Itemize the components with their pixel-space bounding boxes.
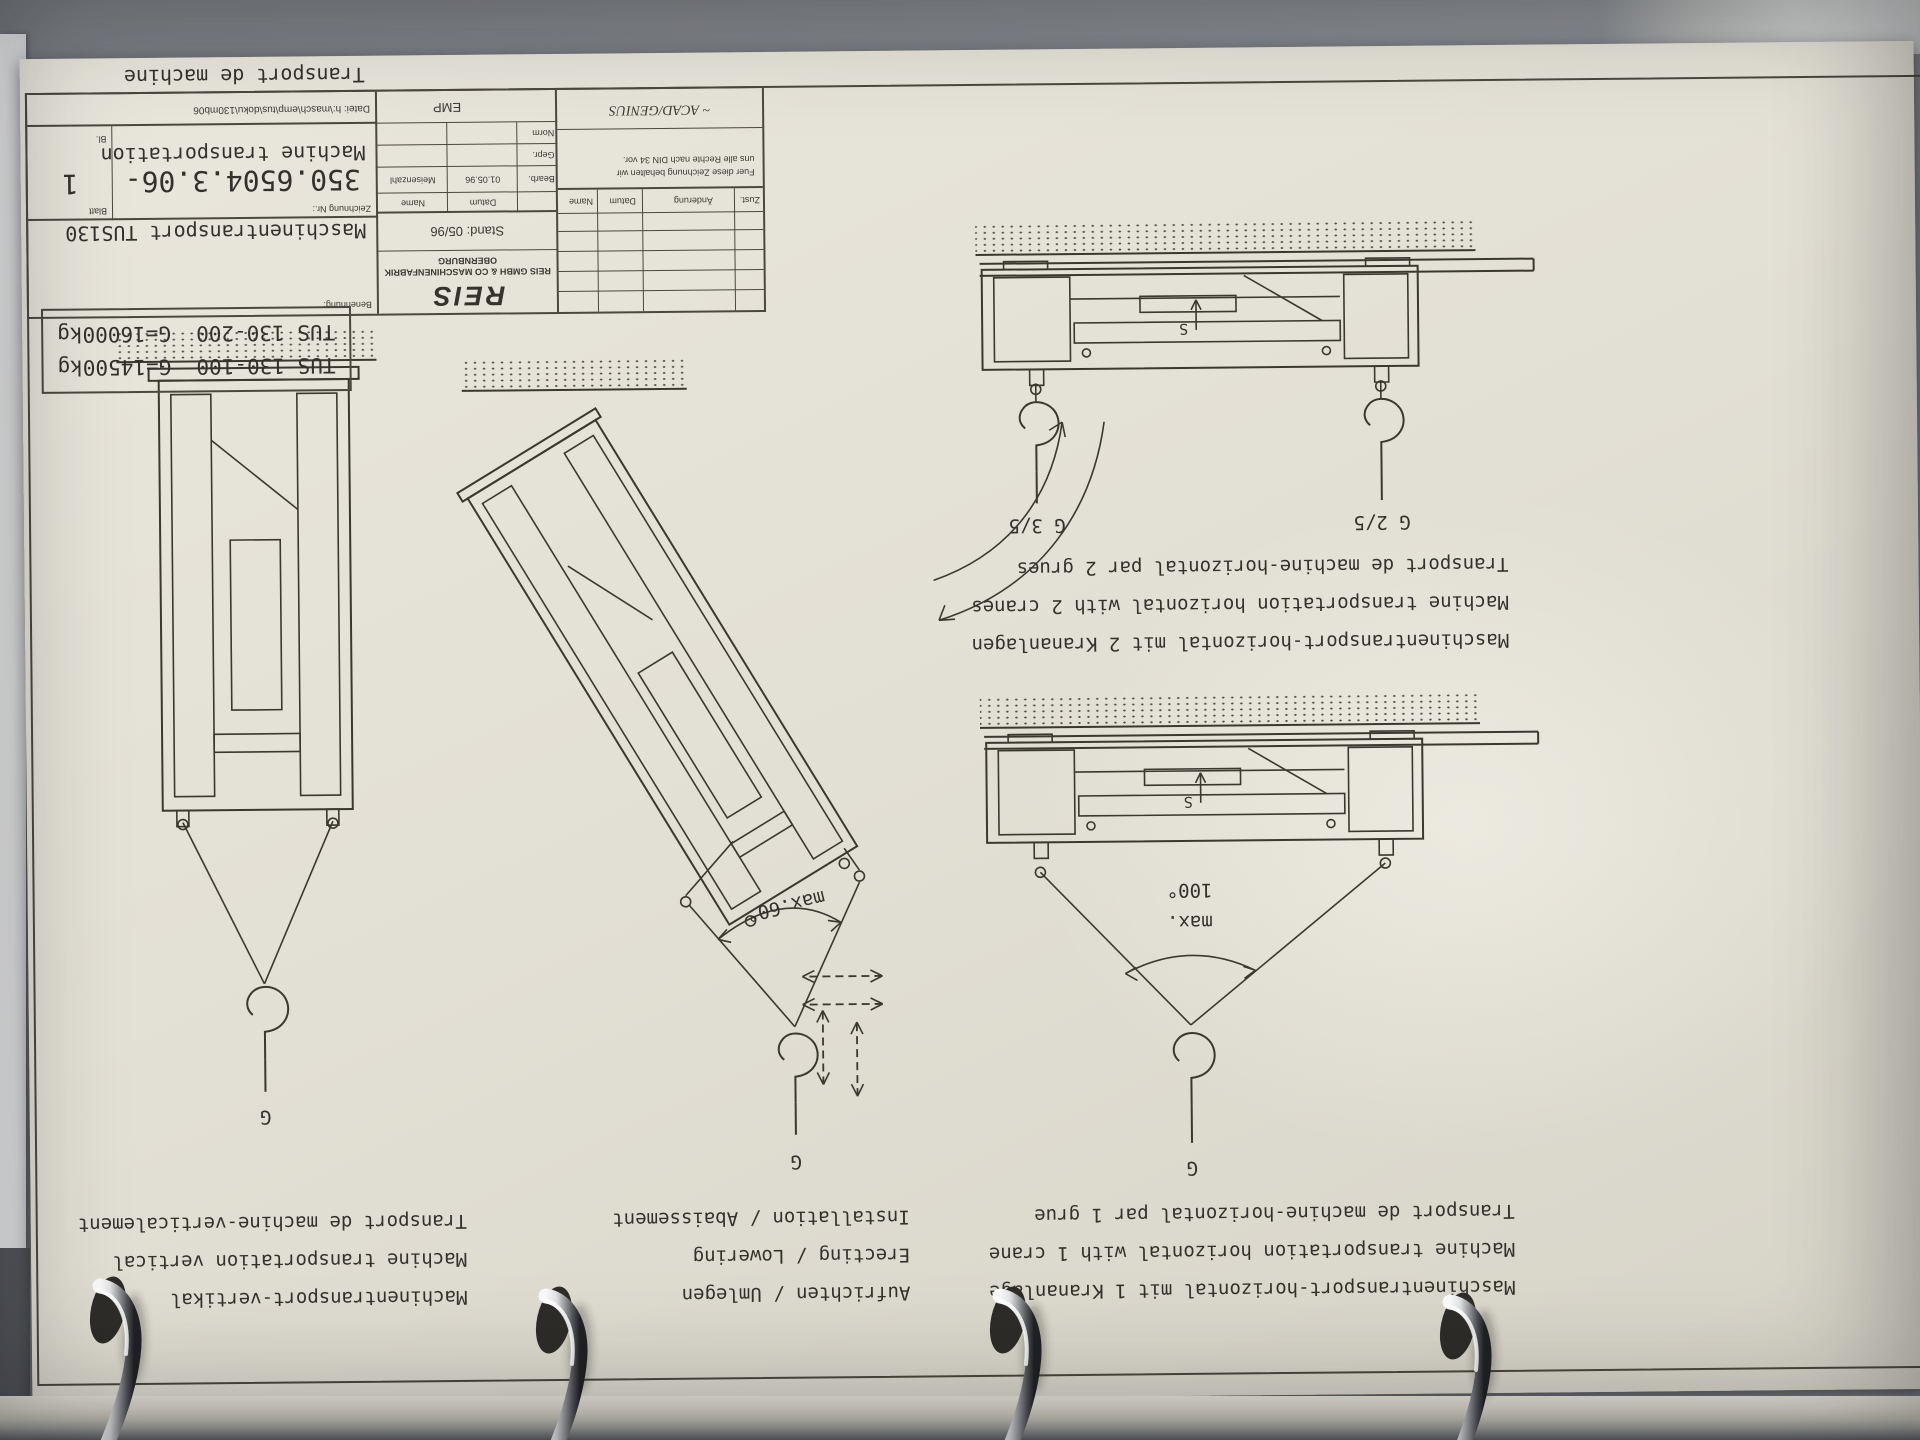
machine-drawing <box>36 328 475 1322</box>
machine-drawing <box>446 324 925 1318</box>
center-of-gravity-label: S <box>1183 792 1193 811</box>
binder-ring <box>1439 1292 1496 1440</box>
machine-drawing <box>979 663 1545 1313</box>
rotation-arrows <box>922 417 1124 629</box>
norm-label: Norm <box>532 127 555 139</box>
rev-header-aenderung: Änderung <box>673 195 714 206</box>
drawing-title: Maschinentransport TUS130 Machine transp… <box>65 62 367 246</box>
bearb-datum: 01.05.96 <box>465 174 501 185</box>
model-weight: G=14500kg <box>57 354 172 380</box>
rev-header-zust: Zust. <box>739 195 761 206</box>
angle-max-word: max. <box>1166 910 1213 934</box>
weights-row: TUS 130-100 G=14500kg <box>57 352 336 380</box>
benennung-label: Benennung: <box>323 299 372 311</box>
weights-box: TUS 130-100 G=14500kg TUS 130-200 G=1600… <box>40 305 352 394</box>
zeichnung-nr-label: Zeichnung Nr.: <box>312 203 372 215</box>
floor-hatch <box>979 692 1481 729</box>
weights-row: TUS 130-200 G=16000kg <box>57 320 336 348</box>
page-stack-edge <box>0 1396 1920 1440</box>
reis-logo: REIS <box>430 280 506 312</box>
angle-value: 100° <box>1166 878 1213 902</box>
company-name: REIS GMBH & CO MASCHINENFABRIK OBERNBURG <box>384 255 551 278</box>
rev-header-name: Name <box>568 196 594 207</box>
rev-header-datum: Datum <box>609 196 637 207</box>
drawing-number: 350.6504.3.06- <box>124 162 361 199</box>
floor-hatch <box>461 357 687 392</box>
bearb-label: Bearb. <box>528 173 555 185</box>
center-of-gravity-label: S <box>1179 319 1189 339</box>
model-weight: G=16000kg <box>57 321 172 348</box>
title-block: Zust. Änderung Datum Name Fuer diese Zei… <box>24 63 767 320</box>
stand-date: Stand: 05/96 <box>430 223 505 240</box>
rights-note: Fuer diese Zeichnung behalten wir uns al… <box>616 154 755 179</box>
binder-ring <box>89 1276 146 1440</box>
approval-datum-header: Datum <box>469 197 497 208</box>
file-path: Datei: h:\masch\emp\tus\doku\130mb06 <box>193 102 371 116</box>
floor-hatch <box>975 219 1476 256</box>
binder-ring <box>989 1286 1046 1440</box>
sheet-content: Maschinentransport-horizontal mit 1 Kran… <box>20 41 1920 1407</box>
figure-erecting: Aufrichten / Umlegen Erecting / Lowering… <box>446 324 925 1318</box>
binder-ring <box>535 1286 592 1440</box>
blatt-value: 1 <box>61 167 79 199</box>
cad-note: ~ ACAD/GENIUS <box>609 101 711 118</box>
approval-name-header: Name <box>400 198 426 209</box>
bl-label: Bl. <box>95 134 107 145</box>
machine-drawing <box>975 165 1540 670</box>
blatt-label: Blatt <box>88 206 108 217</box>
gepr-label: Gepr. <box>532 149 555 161</box>
figure-one-crane: Maschinentransport-horizontal mit 1 Kran… <box>979 663 1545 1313</box>
figure-two-cranes: Maschinentransport-horizontal mit 2 Kran… <box>971 165 1540 670</box>
drawing-sheet: Maschinentransport-horizontal mit 1 Kran… <box>19 40 1920 1408</box>
bearb-name: Meisenzahl <box>389 175 436 186</box>
model-name: TUS 130-100 <box>196 352 336 379</box>
emp-cell: EMP <box>432 99 462 116</box>
model-name: TUS 130-200 <box>196 320 336 346</box>
figure-vertical: Machinentransport-vertikal Machine trans… <box>36 328 475 1322</box>
